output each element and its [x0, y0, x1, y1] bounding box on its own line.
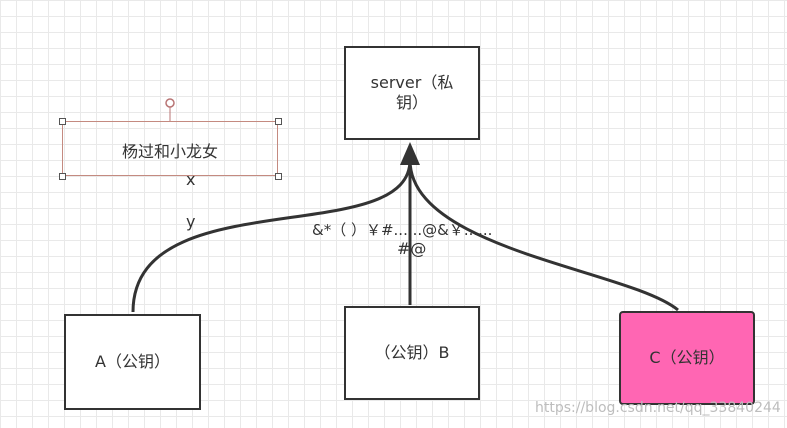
selected-text-label: 杨过和小龙女	[121, 142, 218, 161]
label-x: x	[186, 170, 196, 189]
label-y: y	[186, 212, 196, 231]
arrowhead	[400, 142, 420, 165]
watermark: https://blog.csdn.net/qq_33840244	[535, 400, 781, 416]
rotate-handle[interactable]	[165, 98, 175, 108]
resize-handle-top-left[interactable]	[59, 118, 66, 125]
node-c[interactable]: C（公钥）	[619, 311, 755, 405]
resize-handle-top-right[interactable]	[275, 118, 282, 125]
resize-handle-bottom-right[interactable]	[275, 173, 282, 180]
node-b-label: （公钥）B	[374, 343, 450, 362]
edge-c-to-server	[408, 159, 679, 312]
server-node[interactable]: server（私 钥）	[344, 46, 480, 140]
server-label-line2: 钥）	[395, 93, 428, 112]
cipher-text-line1: &*（ ）￥#......@&￥......	[312, 221, 493, 239]
node-a[interactable]: A（公钥）	[64, 314, 201, 410]
cipher-text-line2: #@	[397, 239, 427, 258]
node-b[interactable]: （公钥）B	[344, 306, 480, 400]
edge-a-to-server	[131, 159, 412, 313]
node-c-label: C（公钥）	[649, 348, 725, 367]
resize-handle-bottom-left[interactable]	[59, 173, 66, 180]
selected-text-box[interactable]	[62, 121, 278, 176]
server-label-line1: server（私	[370, 73, 454, 92]
node-a-label: A（公钥）	[95, 352, 170, 371]
